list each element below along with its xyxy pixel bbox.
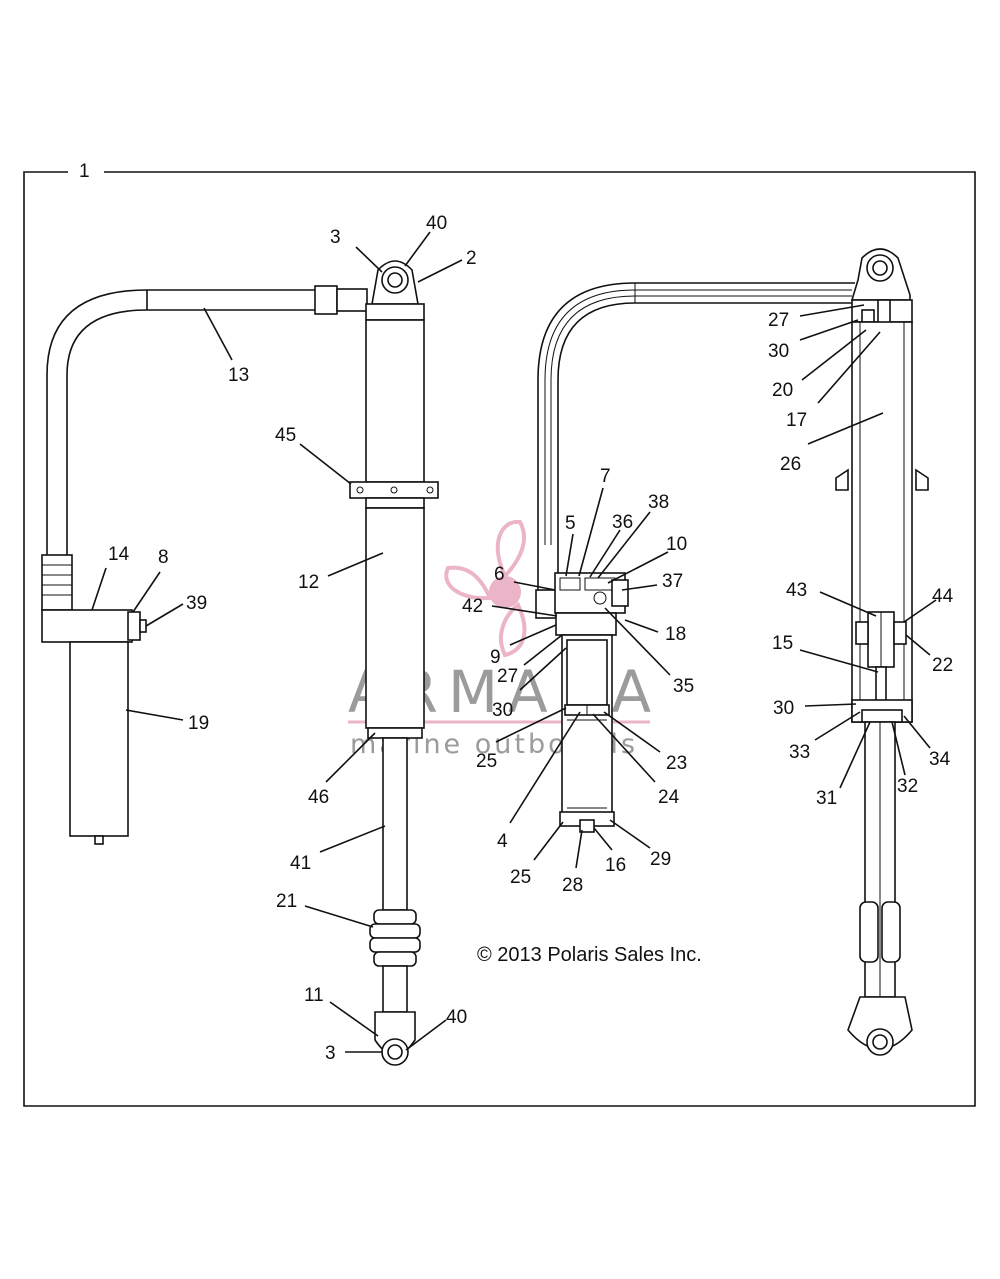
callout-40-top: 40 [426,213,447,234]
callout-25-mid: 25 [476,751,497,772]
callout-16: 16 [605,855,626,876]
callout-18: 18 [665,624,686,645]
copyright-notice: © 2013 Polaris Sales Inc. [477,944,702,966]
callout-32: 32 [897,776,918,797]
callout-38: 38 [648,492,669,513]
callout-19: 19 [188,713,209,734]
callout-14: 14 [108,544,130,565]
callout-34: 34 [929,749,951,770]
callout-45: 45 [275,425,296,446]
callout-31: 31 [816,788,837,809]
callout-30-right-lower: 30 [773,698,794,719]
callout-21: 21 [276,891,297,912]
callout-40-bottom: 40 [446,1007,467,1028]
callout-27-mid: 27 [497,666,518,687]
callout-46: 46 [308,787,329,808]
callout-39: 39 [186,593,207,614]
callout-20: 20 [772,380,793,401]
callout-44: 44 [932,586,954,607]
callout-9: 9 [490,647,501,668]
callout-28: 28 [562,875,583,896]
shock-section-view [835,248,929,1056]
callout-33: 33 [789,742,810,763]
callout-22: 22 [932,655,953,676]
callout-42: 42 [462,596,483,617]
callout-25-bottom: 25 [510,867,531,888]
callout-27-right: 27 [768,310,789,331]
callout-41: 41 [290,853,311,874]
callout-8: 8 [158,547,169,568]
callout-37: 37 [662,571,683,592]
callout-labels: 3 40 2 13 45 12 14 8 39 19 46 41 21 11 4… [108,213,954,1064]
callout-6: 6 [494,564,505,585]
callout-26: 26 [780,454,801,475]
callout-2: 2 [466,248,477,269]
shock-exterior-view [41,260,439,1066]
assembly-number: 1 [79,161,90,182]
callout-30-mid: 30 [492,700,513,721]
callout-7: 7 [600,466,611,487]
callout-30-right: 30 [768,341,789,362]
callout-17: 17 [786,410,807,431]
propeller-icon [444,519,527,658]
callout-12: 12 [298,572,319,593]
callout-35: 35 [673,676,694,697]
callout-13: 13 [228,365,249,386]
callout-24: 24 [658,787,680,808]
callout-15: 15 [772,633,793,654]
callout-11: 11 [304,985,324,1006]
callout-3-top: 3 [330,227,341,248]
callout-43: 43 [786,580,807,601]
callout-36: 36 [612,512,633,533]
assembly-frame: 1 [23,161,976,1107]
callout-3-bottom: 3 [325,1043,336,1064]
callout-23: 23 [666,753,687,774]
callout-5: 5 [565,513,576,534]
callout-4: 4 [497,831,508,852]
leader-lines [91,231,937,1053]
callout-10: 10 [666,534,687,555]
callout-29: 29 [650,849,671,870]
